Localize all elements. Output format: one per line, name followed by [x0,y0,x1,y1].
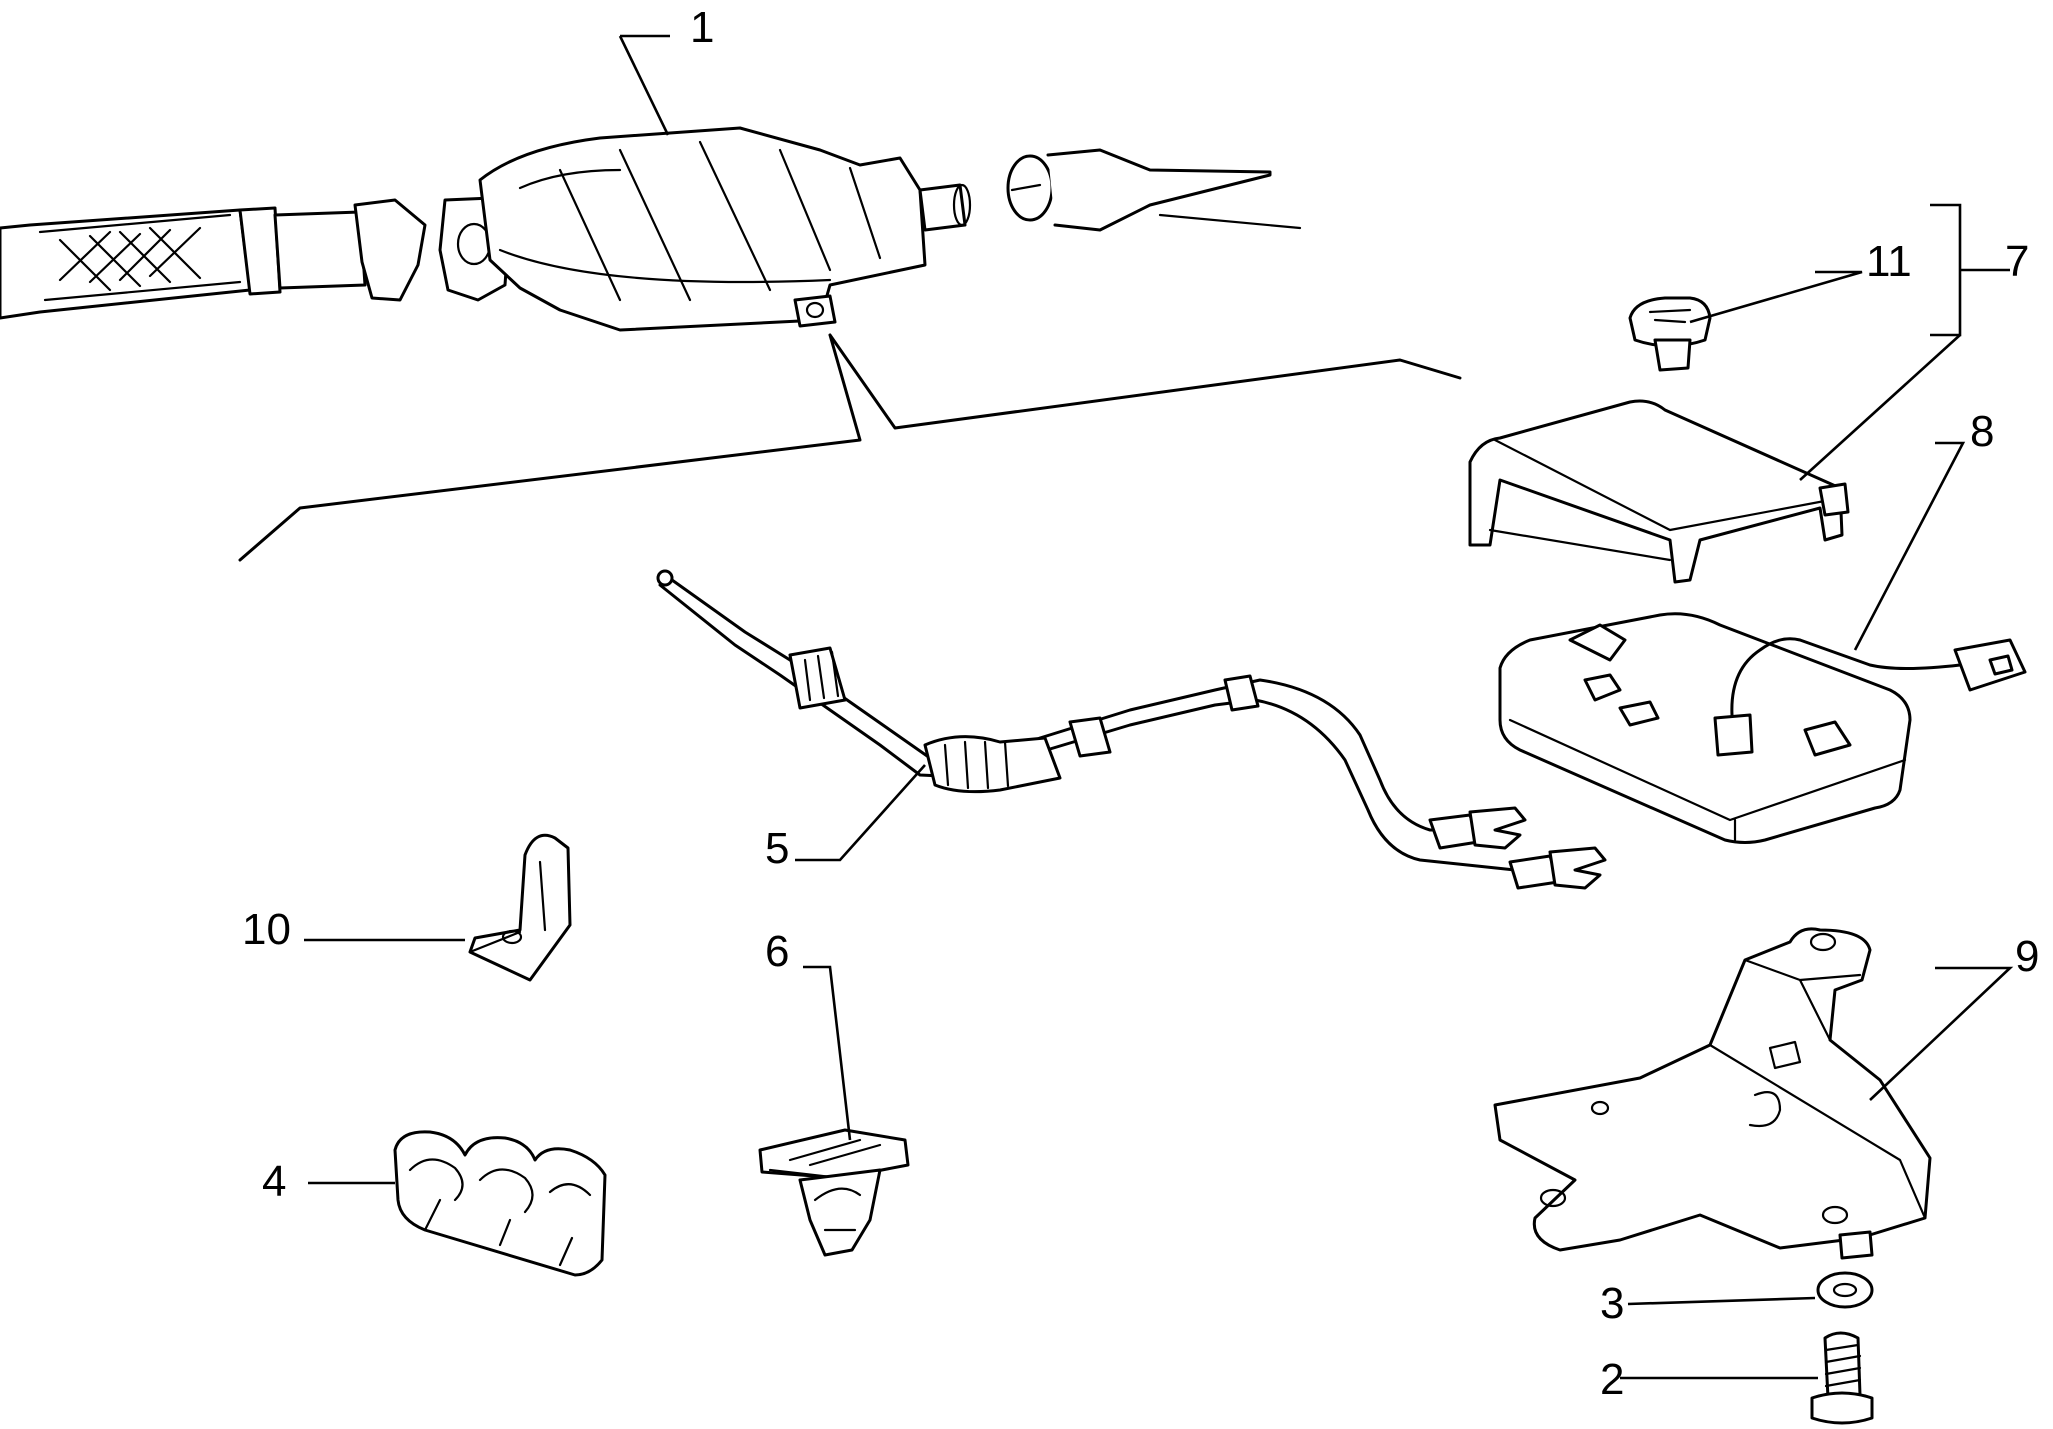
callout-2: 2 [1600,1355,1625,1404]
control-unit [1498,612,2027,844]
callout-4: 4 [262,1157,287,1206]
leader-7 [1930,203,2010,337]
callout-10: 10 [242,905,291,954]
callout-leaders [304,34,2014,1380]
lambda-sensor [656,569,1607,890]
leader-11 [1689,270,1863,324]
callout-9: 9 [2015,932,2040,981]
leader-9 [1869,966,2014,1101]
leader-6 [803,965,852,1141]
bolt [1810,1331,1874,1425]
small-bracket [468,833,572,982]
exhaust-front-pipe [0,198,427,320]
leader-7-cover [1799,334,1961,481]
callout-7: 7 [2005,237,2030,286]
catalytic-converter [438,126,972,332]
callout-1: 1 [690,3,715,52]
washer [1816,1271,1874,1309]
mounting-bracket [1493,927,1932,1260]
leader-8 [1853,441,1966,651]
callout-6: 6 [765,927,790,976]
cable-clip [758,1128,910,1257]
leader-1 [618,34,670,136]
callout-8: 8 [1970,407,1995,456]
callout-3: 3 [1600,1279,1625,1328]
leader-5 [795,764,926,862]
exhaust-rear-pipe [1006,148,1302,232]
callout-11: 11 [1866,237,1912,286]
retaining-clip [1628,296,1712,372]
sensor-position-leader [238,333,1462,562]
ecu-cover [1468,399,1850,584]
leader-3 [1627,1296,1816,1306]
harness-clamp [393,1130,607,1277]
callout-5: 5 [765,824,790,873]
